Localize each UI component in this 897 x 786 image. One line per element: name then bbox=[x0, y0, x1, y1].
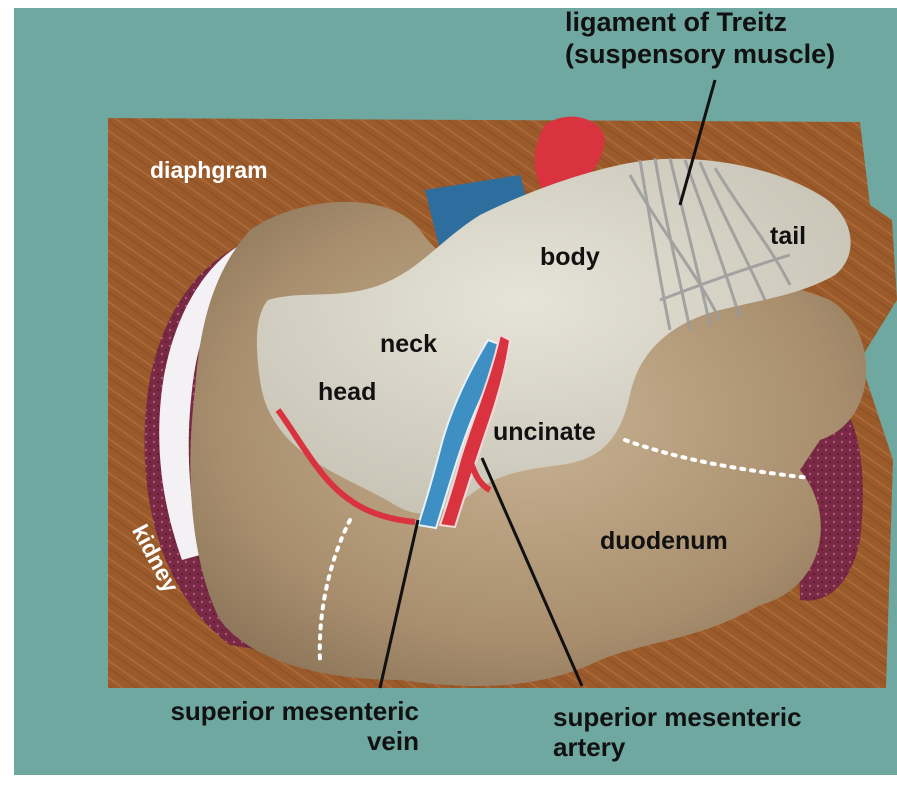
label-duodenum: duodenum bbox=[600, 527, 728, 556]
label-diaphragm: diaphgram bbox=[150, 157, 268, 183]
label-sma-line1: superior mesenteric bbox=[553, 703, 802, 733]
label-smv-line1: superior mesenteric bbox=[123, 697, 419, 727]
label-ligament-line2: (suspensory muscle) bbox=[565, 38, 835, 70]
label-head: head bbox=[318, 378, 376, 407]
label-superior-mesenteric-vein: superior mesenteric vein bbox=[123, 697, 419, 757]
label-smv-line2: vein bbox=[123, 727, 419, 757]
label-uncinate: uncinate bbox=[493, 418, 596, 447]
label-ligament-line1: ligament of Treitz bbox=[565, 6, 835, 38]
label-neck: neck bbox=[380, 330, 437, 359]
label-sma-line2: artery bbox=[553, 733, 802, 763]
label-tail: tail bbox=[770, 222, 806, 251]
label-superior-mesenteric-artery: superior mesenteric artery bbox=[553, 703, 802, 763]
label-body: body bbox=[540, 243, 600, 272]
label-ligament-of-treitz: ligament of Treitz (suspensory muscle) bbox=[565, 6, 835, 71]
